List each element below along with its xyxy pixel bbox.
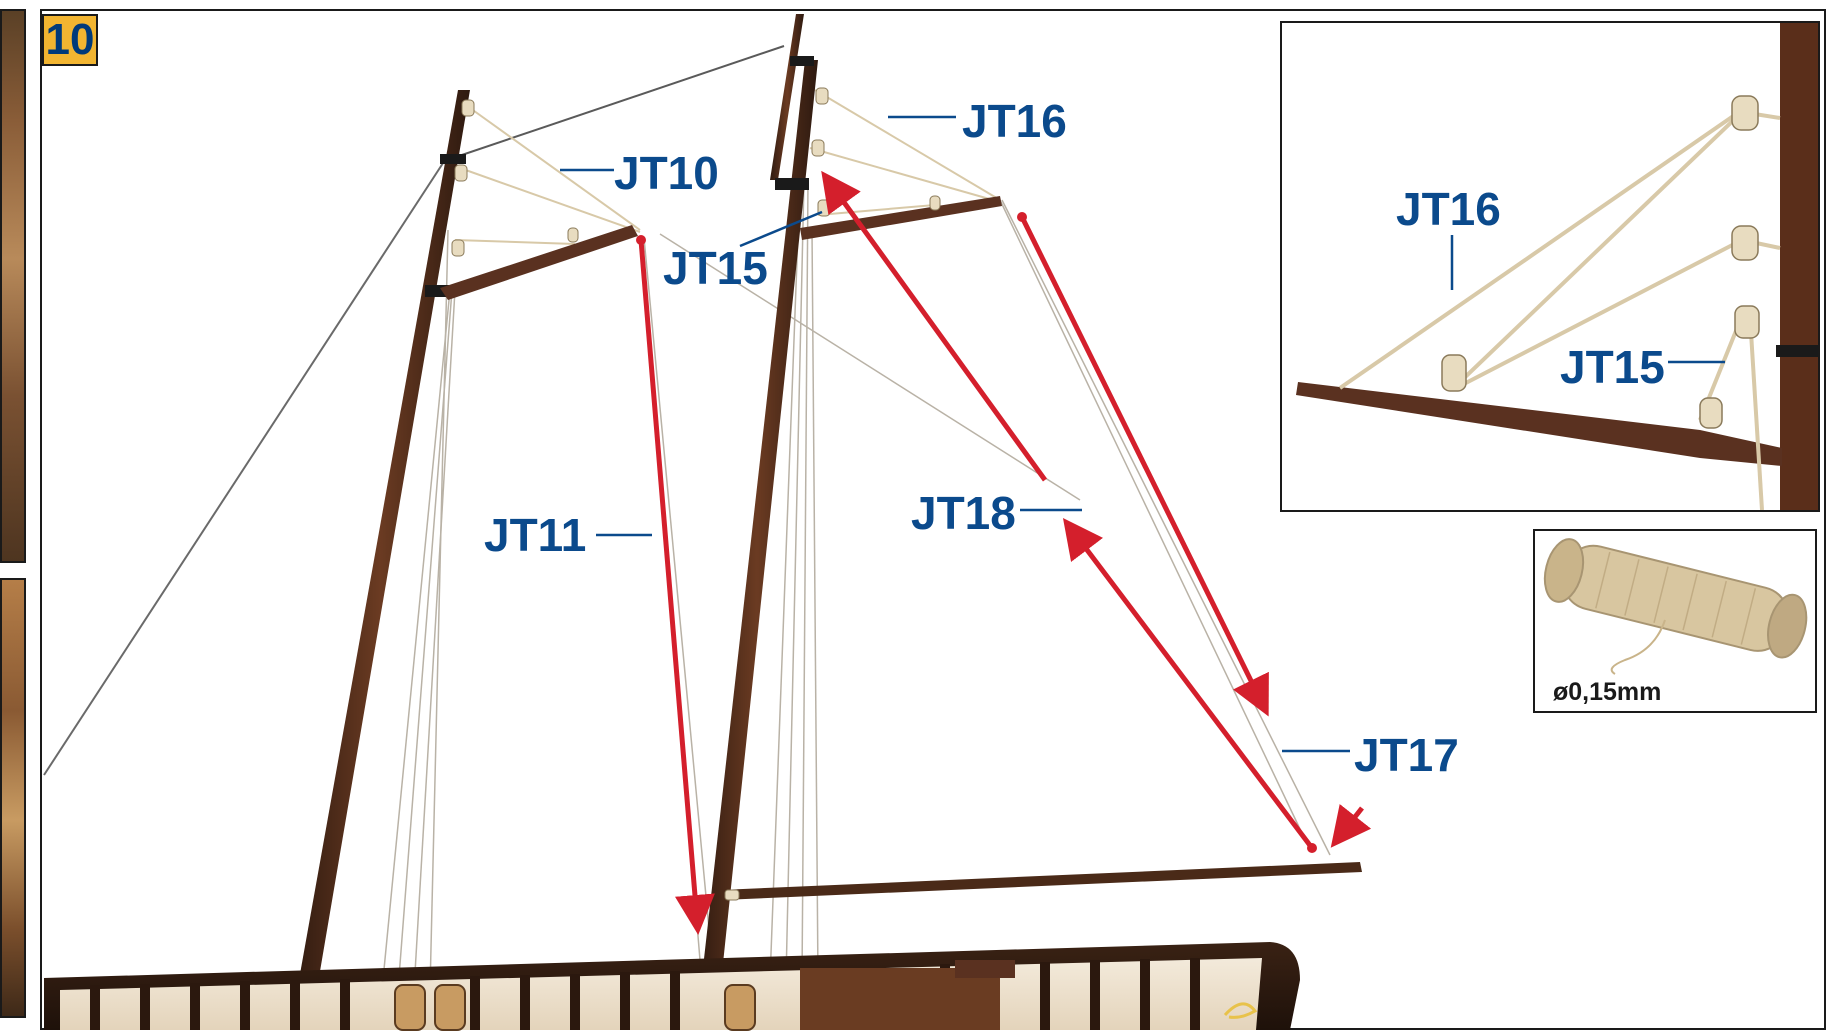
foremast-band (440, 154, 466, 164)
arrow-jt18-down (1072, 530, 1312, 848)
label-jt15: JT15 (663, 245, 768, 291)
label-jt11: JT11 (484, 512, 586, 558)
arrow-pointer (1340, 808, 1362, 836)
rigging-detail-inset (1280, 21, 1820, 512)
arrow-jt11 (641, 240, 697, 920)
inset-label-jt16: JT16 (1396, 186, 1501, 232)
hatch-cover (955, 960, 1015, 978)
mainmast (696, 60, 818, 1030)
fore-gaff (440, 225, 638, 300)
label-jt17: JT17 (1354, 732, 1459, 778)
main-boom (720, 862, 1362, 900)
step-number-badge: 10 (42, 14, 98, 66)
mainmast-cap (790, 56, 814, 66)
main-gaff (800, 196, 1002, 240)
thread-diameter-caption: ø0,15mm (1553, 680, 1661, 705)
label-jt18: JT18 (911, 490, 1016, 536)
inset-label-jt15: JT15 (1560, 344, 1665, 390)
mainmast-band (775, 178, 809, 190)
shroud-threads (382, 180, 1330, 990)
fore-topsail-rigging (455, 108, 640, 244)
forestay-line (44, 160, 445, 775)
foremast (290, 90, 470, 1030)
label-jt10: JT10 (614, 150, 719, 196)
spring-stay-line (447, 46, 784, 160)
arrow-jt17 (1022, 217, 1262, 703)
label-jt16: JT16 (962, 98, 1067, 144)
rigging-blocks (452, 88, 940, 900)
